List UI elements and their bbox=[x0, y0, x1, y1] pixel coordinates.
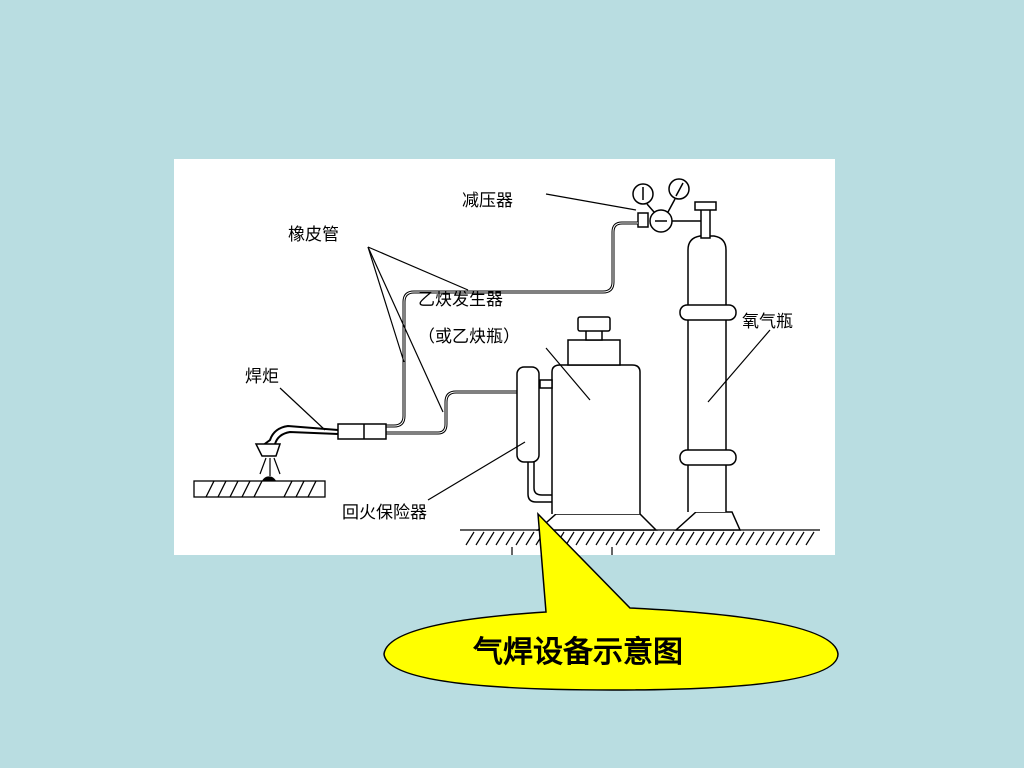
flashback-arrestor-label: 回火保险器 bbox=[342, 503, 427, 523]
workpiece bbox=[193, 480, 326, 498]
pressure-reducer-label: 减压器 bbox=[462, 191, 513, 211]
caption-callout bbox=[383, 511, 839, 691]
acetylene-generator-label: 乙炔发生器 bbox=[418, 290, 503, 310]
torch-label: 焊炬 bbox=[245, 367, 279, 387]
oxygen-bottle bbox=[674, 201, 742, 531]
oxygen-bottle-label: 氧气瓶 bbox=[742, 312, 793, 332]
leader-lines bbox=[279, 193, 771, 501]
caption-text: 气焊设备示意图 bbox=[473, 635, 683, 670]
pressure-reducer bbox=[632, 178, 701, 233]
torch bbox=[254, 423, 387, 457]
flashback-arrestor bbox=[516, 366, 552, 503]
acetylene-generator bbox=[536, 316, 658, 531]
rubber-hose-label: 橡皮管 bbox=[288, 225, 339, 245]
acetylene-bottle-label: （或乙炔瓶） bbox=[418, 327, 520, 347]
